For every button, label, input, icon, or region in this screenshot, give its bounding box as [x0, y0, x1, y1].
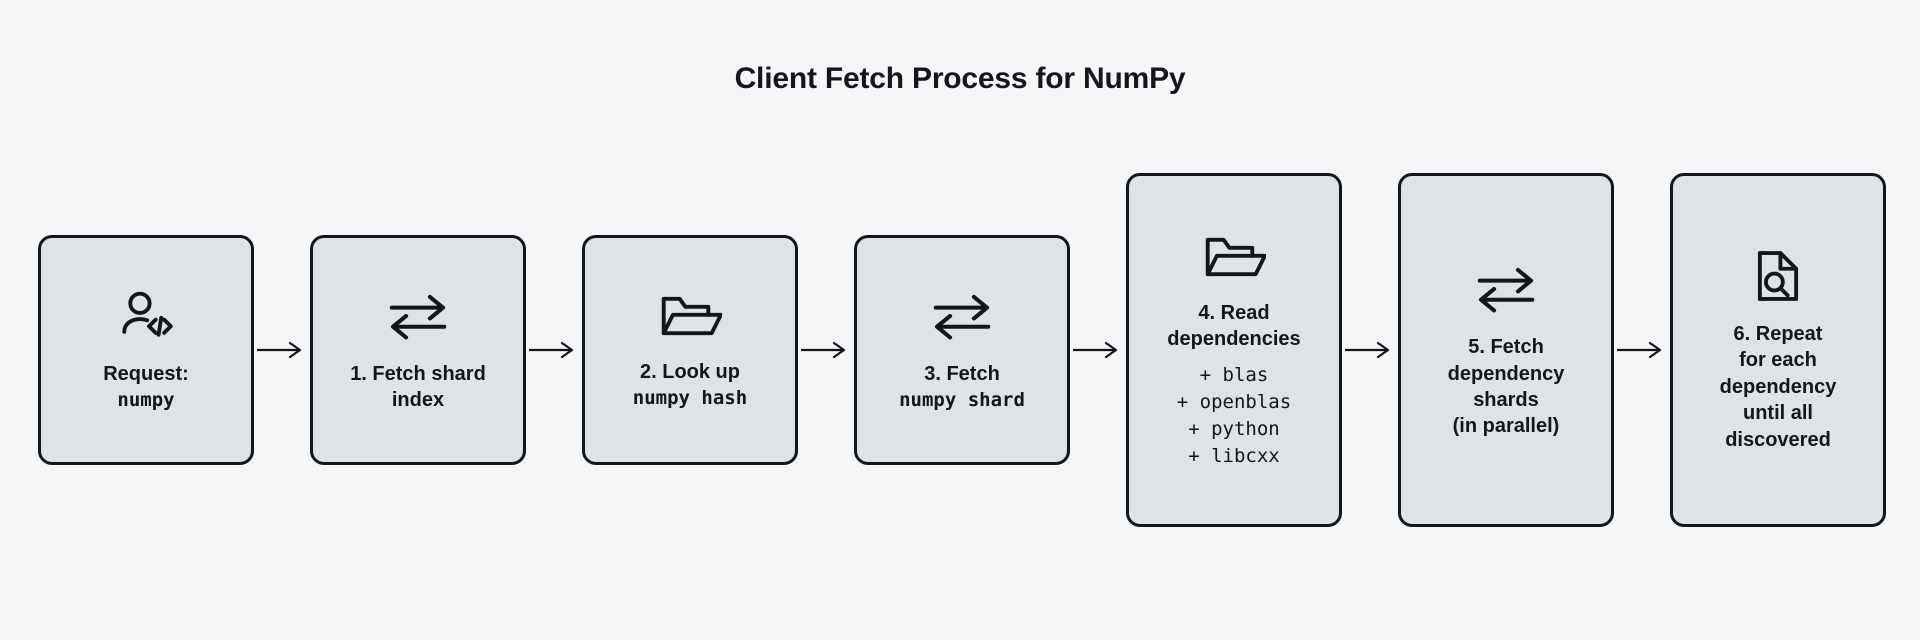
step-label-line1: 1. Fetch shard: [350, 362, 486, 385]
arrow-4-to-5: [1070, 338, 1126, 362]
step-box-read-dependencies[interactable]: 4. Read dependencies + blas + openblas +…: [1126, 173, 1342, 527]
flowchart-row: Request: numpy 1. Fetch shard: [38, 150, 1886, 550]
step-label-line4: (in parallel): [1452, 415, 1560, 438]
step-label-request: Request: numpy: [103, 361, 189, 412]
user-code-icon: [117, 287, 175, 345]
step-label-line2: numpy: [117, 388, 175, 411]
step-label-fetch-shard-index: 1. Fetch shard index: [350, 361, 486, 414]
folder-open-icon: [658, 289, 722, 343]
arrow-1-to-2: [254, 338, 310, 362]
step-label-line2: dependencies: [1167, 328, 1301, 351]
step-label-line5: discovered: [1725, 428, 1831, 451]
step-label-repeat: 6. Repeat for each dependency until all …: [1720, 321, 1837, 453]
step-label-read-dependencies: 4. Read dependencies: [1167, 300, 1300, 353]
step-label-line2: dependency: [1447, 362, 1565, 385]
step-label-line1: 5. Fetch: [1468, 336, 1544, 359]
step-label-fetch-dependency-shards: 5. Fetch dependency shards (in parallel): [1448, 334, 1565, 440]
exchange-arrows-icon: [931, 287, 993, 345]
step-label-line2: for each: [1739, 349, 1817, 372]
step-box-lookup-hash[interactable]: 2. Look up numpy hash: [582, 235, 798, 465]
step-label-line1: 2. Look up: [639, 361, 740, 384]
step-label-line1: 6. Repeat: [1733, 323, 1823, 346]
step-label-line1: 3. Fetch: [924, 363, 1000, 386]
step-label-line1: Request:: [103, 363, 189, 386]
page-title: Client Fetch Process for NumPy: [734, 62, 1186, 95]
step-box-request[interactable]: Request: numpy: [38, 235, 254, 465]
dependency-item: + libcxx: [1188, 445, 1280, 468]
document-search-icon: [1751, 247, 1805, 305]
step-label-lookup-hash: 2. Look up numpy hash: [633, 359, 747, 410]
exchange-arrows-icon: [387, 287, 449, 345]
step-label-line1: 4. Read: [1198, 301, 1270, 324]
step-box-fetch-shard[interactable]: 3. Fetch numpy shard: [854, 235, 1070, 465]
step-label-line2: numpy shard: [899, 388, 1025, 411]
folder-open-icon: [1202, 230, 1266, 284]
step-label-line2: index: [391, 389, 445, 411]
step-box-fetch-dependency-shards[interactable]: 5. Fetch dependency shards (in parallel): [1398, 173, 1614, 527]
arrow-2-to-3: [526, 338, 582, 362]
arrow-5-to-6: [1342, 338, 1398, 362]
step-label-fetch-shard: 3. Fetch numpy shard: [899, 361, 1025, 412]
step-box-fetch-shard-index[interactable]: 1. Fetch shard index: [310, 235, 526, 465]
step-box-repeat[interactable]: 6. Repeat for each dependency until all …: [1670, 173, 1886, 527]
dependency-item: + openblas: [1176, 391, 1292, 414]
arrow-3-to-4: [798, 338, 854, 362]
arrow-6-to-7: [1614, 338, 1670, 362]
dependency-item: + python: [1188, 418, 1280, 441]
step-label-line3: shards: [1473, 389, 1539, 411]
step-label-line2: numpy hash: [632, 386, 748, 409]
step-label-line4: until all: [1742, 402, 1813, 425]
dependency-list: + blas + openblas + python + libcxx: [1177, 362, 1291, 470]
step-label-line3: dependency: [1719, 375, 1837, 398]
dependency-item: + blas: [1199, 364, 1269, 387]
exchange-arrows-icon: [1475, 260, 1537, 318]
